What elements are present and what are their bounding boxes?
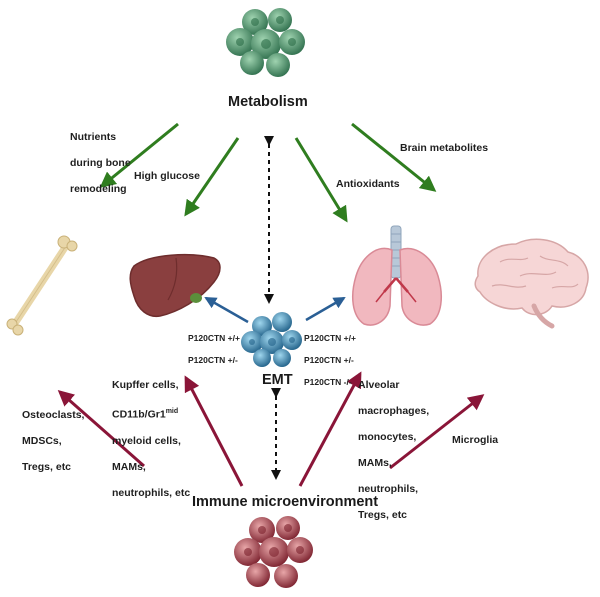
arrow-metabolism-lung [294, 137, 348, 223]
green-cell-cluster-icon [226, 8, 305, 77]
arrow-metabolism-bone [99, 122, 179, 188]
label-line: Tregs, etc [358, 509, 408, 521]
label-line: P120CTN +/+ [188, 333, 240, 343]
immune-microenvironment-label: Immune microenvironment [192, 494, 379, 510]
label-line: CD11b/Gr1mid [112, 405, 190, 422]
emt-label: EMT [262, 372, 293, 388]
metabolism-label: Metabolism [228, 94, 308, 110]
label-line: MAMs, [358, 457, 392, 469]
label-line: macrophages, [358, 405, 430, 417]
liver-icon [129, 254, 221, 318]
brain-immune-label: Microglia [452, 434, 499, 446]
mid-superscript: mid [165, 408, 179, 415]
bone-icon [6, 235, 78, 336]
brain-icon [474, 238, 589, 329]
label-line: P120CTN +/- [188, 355, 238, 365]
label-line: MAMs, [112, 460, 146, 473]
liver-immune-label: Kupffer cells, CD11b/Gr1mid myeloid cell… [112, 366, 190, 513]
label-line: Tregs, etc [22, 461, 72, 473]
red-cell-cluster-icon [234, 516, 313, 588]
bone-metabolism-label: Nutrients during bone remodeling [70, 118, 131, 209]
label-line: Osteoclasts, [22, 409, 85, 421]
label-line: Nutrients [70, 131, 117, 143]
label-line: P120CTN +/+ [304, 333, 356, 343]
p120-lung-label: P120CTN +/+ P120CTN +/- P120CTN -/- [304, 322, 356, 399]
label-line: MDSCs, [22, 435, 62, 447]
lung-metabolism-label: Antioxidants [336, 178, 400, 190]
arrow-emt-liver [204, 296, 249, 324]
label-line: remodeling [70, 183, 127, 195]
label-line: monocytes, [358, 431, 417, 443]
label-line: Alveolar [358, 379, 400, 391]
label-line: Kupffer cells, [112, 379, 179, 391]
arrow-emt-lung [305, 296, 346, 322]
label-line: neutrophils, etc [112, 486, 191, 499]
label-line: myeloid cells, [112, 434, 181, 447]
label-line: during bone [70, 157, 131, 169]
arrow-immune-liver [184, 375, 244, 487]
bone-immune-label: Osteoclasts, MDSCs, Tregs, etc [22, 396, 84, 487]
arrow-metabolism-liver [184, 137, 240, 217]
blue-tumor-cluster-icon [241, 312, 302, 367]
liver-metabolism-label: High glucose [134, 170, 200, 182]
lungs-icon [351, 225, 443, 326]
arrow-metabolism-brain [351, 122, 437, 192]
label-line: neutrophils, [358, 483, 419, 495]
brain-metabolism-label: Brain metabolites [400, 142, 489, 154]
label-line: P120CTN +/- [304, 355, 354, 365]
arrow-immune-lung [298, 371, 362, 487]
label-line: P120CTN -/- [304, 377, 352, 387]
arrow-immune-brain [389, 394, 485, 470]
cd11b-gr1-text: CD11b/Gr1 [112, 408, 166, 421]
lung-immune-label: Alveolar macrophages, monocytes, MAMs, n… [358, 366, 429, 535]
p120-liver-label: P120CTN +/+ P120CTN +/- [188, 322, 240, 377]
arrow-immune-bone [57, 390, 145, 468]
